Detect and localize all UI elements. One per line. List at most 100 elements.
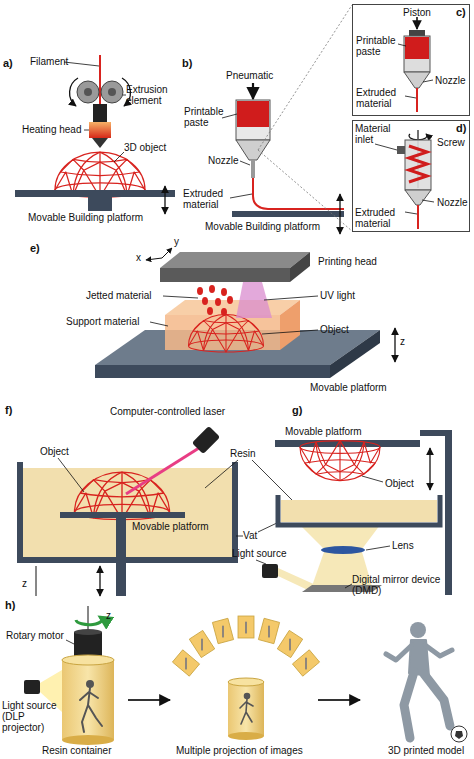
screw-extruder — [409, 146, 427, 182]
part-label: Material inlet — [355, 123, 399, 145]
leader-line — [64, 62, 99, 66]
part-label: Printing head — [318, 256, 377, 267]
volumetric-printing — [240, 699, 253, 724]
volumetric-printing — [172, 650, 199, 676]
piston-extruder — [416, 17, 418, 29]
leader-line — [423, 80, 433, 82]
leader-line — [240, 161, 250, 165]
part-label: Light source — [232, 548, 286, 559]
volumetric-printing — [386, 645, 412, 660]
volumetric-printing — [277, 630, 302, 657]
part-label: Digital mirror device (DMD) — [352, 574, 470, 596]
material-jetting — [202, 297, 208, 305]
stereolithography — [23, 468, 232, 557]
material-jetting — [197, 287, 203, 295]
volumetric-printing — [258, 618, 279, 643]
panel-letter: f) — [5, 405, 12, 416]
volumetric-printing — [186, 622, 306, 669]
part-label: Rotary motor — [6, 630, 64, 641]
axis-label: x — [136, 252, 141, 263]
axis-label: z — [400, 336, 405, 347]
paste-extruder — [251, 160, 255, 178]
digital-light-processing — [281, 500, 437, 522]
volumetric-printing — [455, 731, 463, 739]
stereolithography — [99, 566, 100, 596]
part-label: Extruded material — [183, 188, 233, 210]
leader-line — [375, 144, 397, 150]
leader-line — [150, 322, 168, 326]
panel-letter: b) — [182, 58, 192, 69]
axis-label: z — [106, 610, 111, 621]
leader-line — [256, 476, 390, 588]
volumetric-printing — [62, 735, 114, 745]
leader-line — [405, 96, 416, 98]
part-label: Nozzle — [208, 155, 239, 166]
volumetric-printing — [228, 732, 264, 740]
digital-light-processing — [262, 564, 278, 578]
panel-letter: d) — [456, 123, 466, 134]
fdm-printer — [92, 138, 108, 148]
leader-line — [66, 640, 74, 644]
material-jetting — [221, 308, 227, 316]
volumetric-printing — [238, 616, 254, 638]
piston-extruder — [409, 30, 425, 36]
material-jetting — [290, 252, 310, 282]
volumetric-printing — [80, 681, 102, 732]
material-jetting — [209, 285, 215, 293]
leader-line — [345, 584, 352, 588]
part-label: Piston — [403, 7, 431, 18]
piston-extruder — [416, 88, 418, 112]
part-label: Movable Building platform — [205, 221, 320, 232]
leader-line — [114, 152, 124, 162]
paste-extruder — [237, 101, 269, 127]
part-label: Computer-controlled laser — [110, 406, 225, 417]
part-label: Nozzle — [435, 75, 466, 86]
part-label: Jetted material — [86, 290, 152, 301]
leader-line — [366, 546, 390, 550]
piston-extruder — [404, 72, 430, 88]
material-jetting — [95, 365, 330, 378]
volumetric-printing — [87, 681, 93, 687]
panel-letter: c) — [456, 7, 466, 18]
digital-light-processing — [321, 546, 365, 554]
fdm-printer — [164, 186, 165, 214]
paste-extruder — [252, 83, 254, 99]
fdm-printer — [77, 81, 99, 103]
material-jetting — [280, 300, 300, 350]
volumetric-printing — [76, 617, 102, 625]
stereolithography — [116, 518, 126, 596]
material-jetting — [160, 268, 290, 282]
part-label: Light source (DLP projector) — [2, 700, 60, 733]
fdm-printer — [15, 190, 175, 197]
volumetric-printing — [245, 622, 246, 633]
paste-extruder — [339, 194, 340, 234]
paste-extruder — [232, 83, 344, 234]
leader-line — [58, 458, 84, 492]
material-jetting — [394, 328, 395, 362]
fdm-printer — [93, 104, 107, 122]
leader-line — [58, 458, 300, 536]
stage-label: Multiple projection of images — [176, 745, 303, 756]
fdm-printer — [15, 55, 175, 214]
part-label: Printable paste — [184, 106, 224, 128]
fdm-printer — [70, 78, 78, 106]
volumetric-printing — [292, 650, 319, 676]
part-label: Extrusion element — [126, 84, 176, 106]
leader-line — [230, 194, 252, 198]
part-label: Movable Building platform — [28, 212, 143, 223]
part-label: Heating head — [22, 124, 82, 135]
material-jetting — [221, 288, 227, 296]
stage-label: Resin container — [42, 745, 111, 756]
part-label: Resin — [230, 448, 256, 459]
part-label: 3D object — [124, 142, 166, 153]
panel-letter: g) — [292, 405, 302, 416]
volumetric-printing — [62, 660, 114, 740]
fdm-printer — [88, 197, 112, 211]
leader-line — [398, 44, 433, 98]
fdm-printer — [99, 55, 101, 106]
inset-panel: c)PistonPrintable pasteNozzleExtruded ma… — [352, 4, 470, 116]
volumetric-printing — [24, 680, 40, 694]
volumetric-printing — [189, 630, 214, 657]
material-jetting — [95, 248, 395, 378]
inset-panel: d)Material inletScrewNozzleExtruded mate… — [352, 120, 470, 232]
